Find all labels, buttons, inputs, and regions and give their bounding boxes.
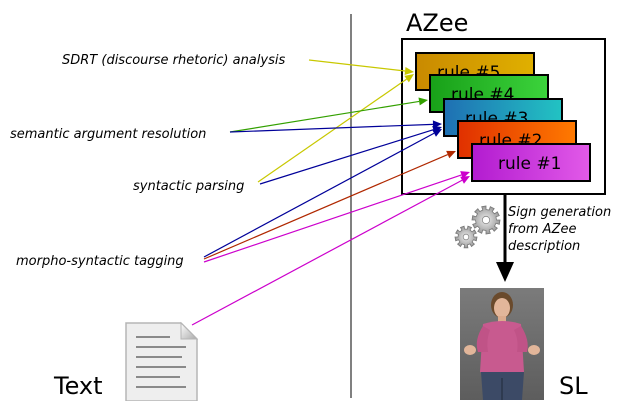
label-syntactic-parsing: syntactic parsing (133, 179, 244, 194)
arrow-sdrt-to-rule5 (308, 59, 414, 75)
arrow-syntactic-to-rule5 (257, 74, 414, 183)
azee-title: AZee (406, 9, 468, 37)
arrow-morpho-to-rule2 (203, 150, 456, 260)
rule-card-1: rule #1 (471, 143, 591, 182)
arrow-text-to-rule1 (191, 176, 470, 326)
rule-label-1: rule #1 (498, 154, 561, 174)
sign-generation-line-3: description (508, 239, 580, 254)
document-icon (125, 321, 199, 401)
arrow-semantic-to-rule4 (229, 97, 428, 133)
arrows-layer (191, 59, 470, 326)
gears-icon (454, 205, 501, 249)
label-semantic-argument-resolution: semantic argument resolution (10, 127, 206, 142)
generation-arrow (496, 194, 514, 282)
arrow-morpho-to-rule3 (203, 129, 442, 258)
sign-generation-line-2: from AZee (508, 222, 576, 237)
sign-generation-line-1: Sign generation (508, 205, 611, 220)
sl-label: SL (559, 372, 588, 400)
label-morpho-syntactic-tagging: morpho-syntactic tagging (16, 254, 184, 269)
text-label: Text (53, 372, 103, 400)
label-sdrt-analysis: SDRT (discourse rhetoric) analysis (62, 53, 285, 68)
signing-avatar (460, 288, 544, 400)
